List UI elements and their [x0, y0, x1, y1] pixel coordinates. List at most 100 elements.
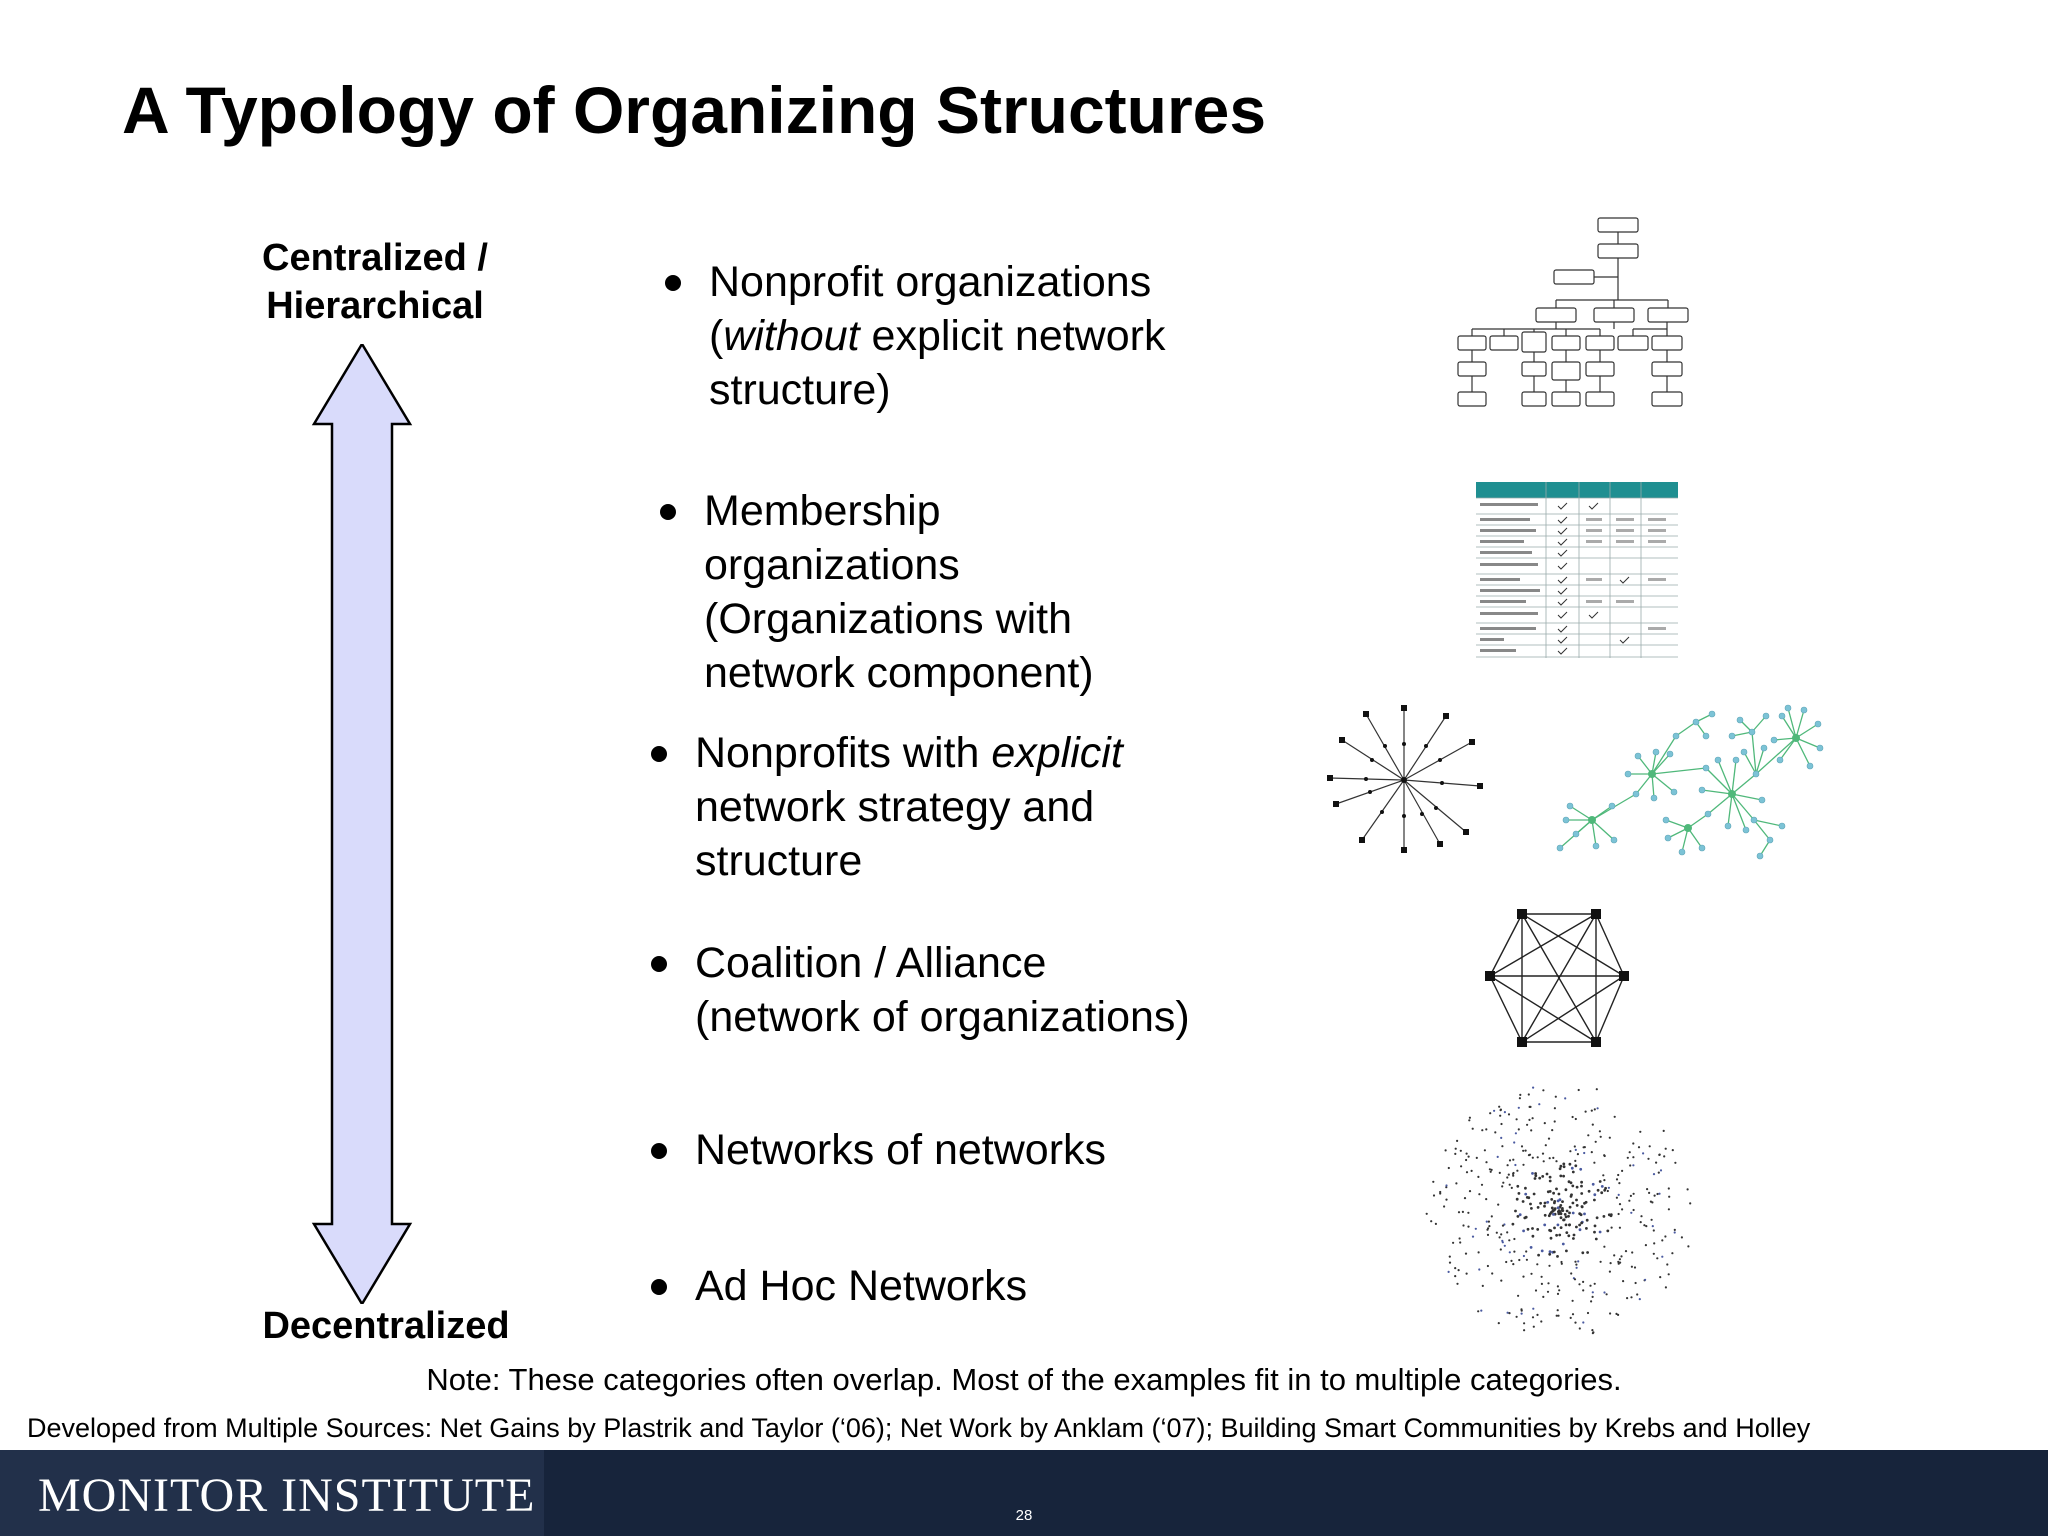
network-node-dot	[1590, 1109, 1593, 1112]
network-node-dot	[1486, 1264, 1489, 1268]
network-node-dot	[1586, 1251, 1589, 1254]
network-node-dot	[1520, 1312, 1523, 1315]
network-node-dot	[1539, 1201, 1542, 1205]
network-node-dot	[1565, 1231, 1569, 1234]
network-node-dot	[1541, 1152, 1545, 1155]
network-node-dot	[1607, 1186, 1610, 1189]
bullet-text: Networks of networks	[695, 1126, 1107, 1174]
network-node-dot	[1572, 1237, 1575, 1240]
network-node-dot	[1596, 1188, 1600, 1192]
network-node-dot	[1497, 1203, 1500, 1206]
network-node-dot	[1493, 1109, 1496, 1112]
network-node-dot	[1582, 1289, 1585, 1292]
network-node-dot	[1519, 1093, 1522, 1096]
network-node-dot	[1586, 1311, 1590, 1315]
network-node-dot	[1556, 1206, 1560, 1210]
network-node-dot	[1465, 1171, 1469, 1174]
network-node-dot	[1491, 1272, 1494, 1275]
network-node-dot	[1477, 1175, 1480, 1178]
network-node-dot	[1590, 1151, 1593, 1154]
network-node-dot	[1562, 1165, 1566, 1169]
network-node-dot	[1574, 1117, 1577, 1121]
network-node-dot	[1568, 1223, 1571, 1227]
network-node-dot	[1574, 1164, 1578, 1168]
network-node-dot	[1548, 1228, 1551, 1232]
network-node-dot	[1629, 1164, 1632, 1167]
network-node-dot	[1518, 1213, 1522, 1217]
network-node-dot	[1543, 1213, 1547, 1217]
network-node-dot	[1565, 1249, 1568, 1253]
network-node-dot	[1529, 1105, 1532, 1108]
network-node-dot	[1522, 1163, 1525, 1166]
network-node-dot	[1567, 1214, 1570, 1218]
overlap-note: Note: These categories often overlap. Mo…	[426, 1362, 1622, 1397]
network-node-dot	[1584, 1110, 1587, 1113]
network-node-dot	[1618, 1258, 1621, 1261]
network-node-dot	[1659, 1276, 1662, 1279]
network-node-dot	[1590, 1300, 1593, 1303]
network-node-dot	[1498, 1236, 1501, 1239]
network-node-dot	[1536, 1263, 1539, 1266]
network-node-dot	[1497, 1322, 1500, 1325]
network-node-dot	[1468, 1190, 1472, 1193]
network-node-dot	[1580, 1205, 1584, 1208]
network-node-dot	[1593, 1161, 1596, 1164]
network-node-dot	[1559, 1216, 1563, 1220]
network-node-dot	[1608, 1136, 1611, 1139]
network-node-dot	[1454, 1152, 1457, 1155]
network-node-dot	[1536, 1313, 1539, 1316]
network-node-dot	[1498, 1105, 1501, 1108]
network-node-dot	[1558, 1167, 1562, 1171]
network-node-dot	[1517, 1294, 1520, 1297]
network-node-dot	[1536, 1156, 1539, 1159]
network-node-dot	[1548, 1175, 1552, 1179]
network-node-dot	[1568, 1211, 1571, 1215]
network-node-dot	[1514, 1163, 1517, 1167]
network-node-dot	[1425, 1212, 1428, 1215]
bullet-dot	[660, 504, 676, 520]
network-node-dot	[1468, 1116, 1471, 1119]
network-node-dot	[1548, 1264, 1551, 1267]
network-node-dot	[1525, 1250, 1528, 1253]
network-node-dot	[1536, 1206, 1540, 1209]
network-node-dot	[1632, 1156, 1635, 1159]
network-node-dot	[1617, 1212, 1620, 1216]
network-node-dot	[1540, 1320, 1543, 1323]
network-node-dot	[1556, 1309, 1559, 1312]
network-node-dot	[1506, 1311, 1509, 1314]
network-node-dot	[1570, 1166, 1574, 1170]
network-node-dot	[1617, 1260, 1620, 1263]
network-node-dot	[1639, 1130, 1642, 1133]
network-node-dot	[1477, 1251, 1480, 1254]
network-node-dot	[1546, 1290, 1550, 1293]
network-node-dot	[1532, 1325, 1535, 1328]
network-node-dot	[1577, 1260, 1580, 1263]
network-node-dot	[1533, 1177, 1537, 1180]
network-node-dot	[1575, 1263, 1578, 1266]
bullet-text: Nonprofit organizations (without explici…	[709, 258, 1166, 414]
bullet-membership-organizations: Membership organizations (Organizations …	[660, 484, 1094, 700]
network-node-dot	[1553, 1120, 1556, 1123]
axis-top-label: Centralized / Hierarchical	[262, 237, 488, 327]
network-node-dot	[1501, 1239, 1504, 1242]
network-node-dot	[1490, 1215, 1493, 1218]
network-node-dot	[1661, 1239, 1664, 1242]
network-node-dot	[1585, 1227, 1588, 1230]
network-node-dot	[1459, 1241, 1462, 1244]
network-node-dot	[1591, 1332, 1594, 1335]
clustered-network-icon	[1556, 704, 1824, 860]
network-node-dot	[1501, 1185, 1504, 1188]
network-node-dot	[1687, 1245, 1690, 1248]
network-node-dot	[1647, 1157, 1650, 1160]
network-node-dot	[1593, 1224, 1597, 1228]
network-node-dot	[1577, 1088, 1580, 1092]
network-node-dot	[1526, 1227, 1530, 1231]
network-node-dot	[1447, 1270, 1450, 1273]
network-node-dot	[1532, 1086, 1535, 1089]
network-node-dot	[1524, 1186, 1527, 1190]
bullet-coalition-alliance: Coalition / Alliance (network of organiz…	[651, 936, 1190, 1044]
network-node-dot	[1630, 1296, 1633, 1299]
network-node-dot	[1432, 1180, 1435, 1183]
network-node-dot	[1563, 1213, 1567, 1216]
network-node-dot	[1443, 1205, 1446, 1208]
